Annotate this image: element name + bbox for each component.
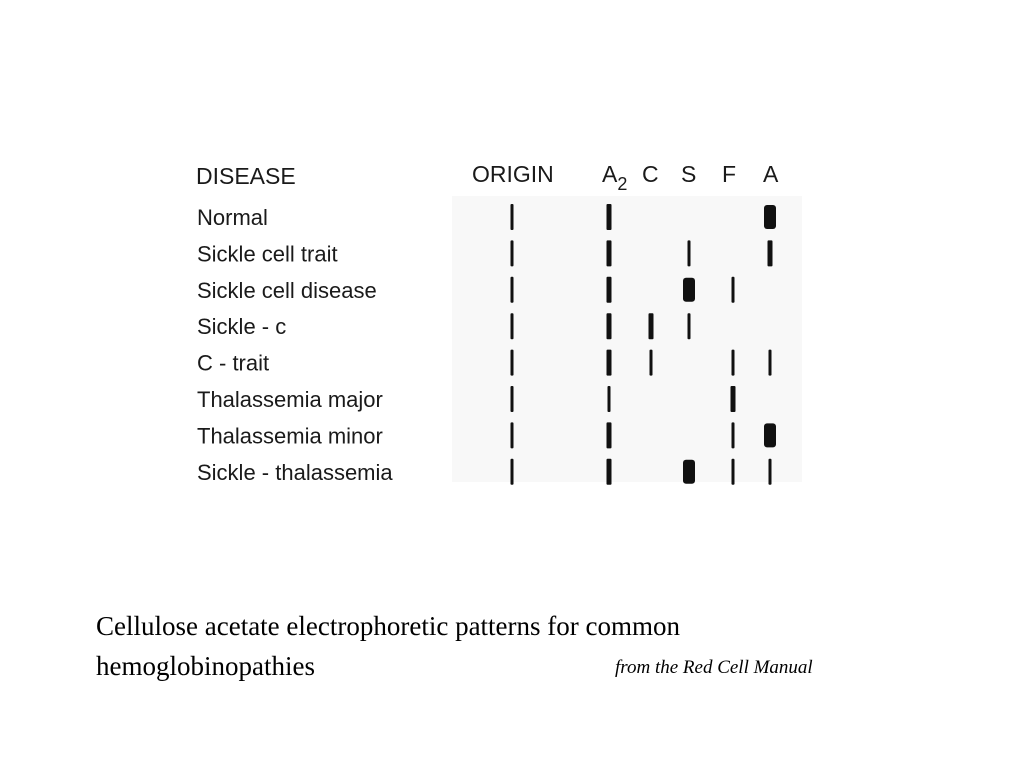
band-a2 — [606, 240, 612, 267]
band-a2 — [606, 276, 612, 303]
row-label: Normal — [197, 205, 268, 230]
row-label: C - trait — [197, 351, 269, 376]
caption: Cellulose acetate electrophoretic patter… — [96, 606, 896, 686]
row-label: Thalassemia major — [197, 387, 383, 412]
header-a2-base: A — [602, 161, 618, 187]
band-origin — [510, 422, 514, 449]
band-s — [687, 240, 691, 267]
band-origin — [510, 240, 514, 267]
band-f — [731, 458, 735, 485]
caption-source: from the Red Cell Manual — [615, 657, 813, 678]
band-f — [731, 422, 735, 449]
header-s: S — [681, 161, 696, 187]
band-a2 — [606, 204, 612, 230]
row-label: Thalassemia minor — [197, 423, 383, 448]
band-a — [768, 349, 772, 376]
header-a: A — [763, 161, 779, 187]
band-s — [683, 277, 695, 302]
band-a — [764, 423, 776, 448]
band-a2 — [606, 313, 612, 340]
row-label: Sickle - c — [197, 314, 286, 339]
band-origin — [510, 458, 514, 485]
header-a2: A2 — [602, 161, 627, 194]
band-c — [648, 313, 654, 340]
band-f — [730, 386, 736, 412]
band-s — [683, 459, 695, 484]
band-a — [768, 458, 772, 485]
band-a2 — [607, 386, 611, 412]
band-f — [731, 349, 735, 376]
band-origin — [510, 349, 514, 376]
band-origin — [510, 386, 514, 412]
header-f: F — [722, 161, 736, 187]
band-a2 — [606, 349, 612, 376]
row-label: Sickle cell disease — [197, 278, 377, 303]
scan-background — [452, 196, 802, 482]
band-a — [767, 240, 773, 267]
header-disease: DISEASE — [196, 163, 296, 189]
row-label: Sickle - thalassemia — [197, 460, 393, 485]
band-a2 — [606, 458, 612, 485]
row-label: Sickle cell trait — [197, 241, 338, 266]
band-c — [649, 349, 653, 376]
band-origin — [510, 204, 514, 230]
caption-line-2: hemoglobinopathies — [96, 651, 315, 681]
band-origin — [510, 313, 514, 340]
header-c: C — [642, 161, 659, 187]
band-a2 — [606, 422, 612, 449]
header-origin: ORIGIN — [472, 161, 554, 187]
band-origin — [510, 276, 514, 303]
band-f — [731, 276, 735, 303]
band-a — [764, 205, 776, 229]
header-a2-subscript: 2 — [617, 174, 627, 194]
band-s — [687, 313, 691, 340]
caption-line-1: Cellulose acetate electrophoretic patter… — [96, 611, 681, 641]
